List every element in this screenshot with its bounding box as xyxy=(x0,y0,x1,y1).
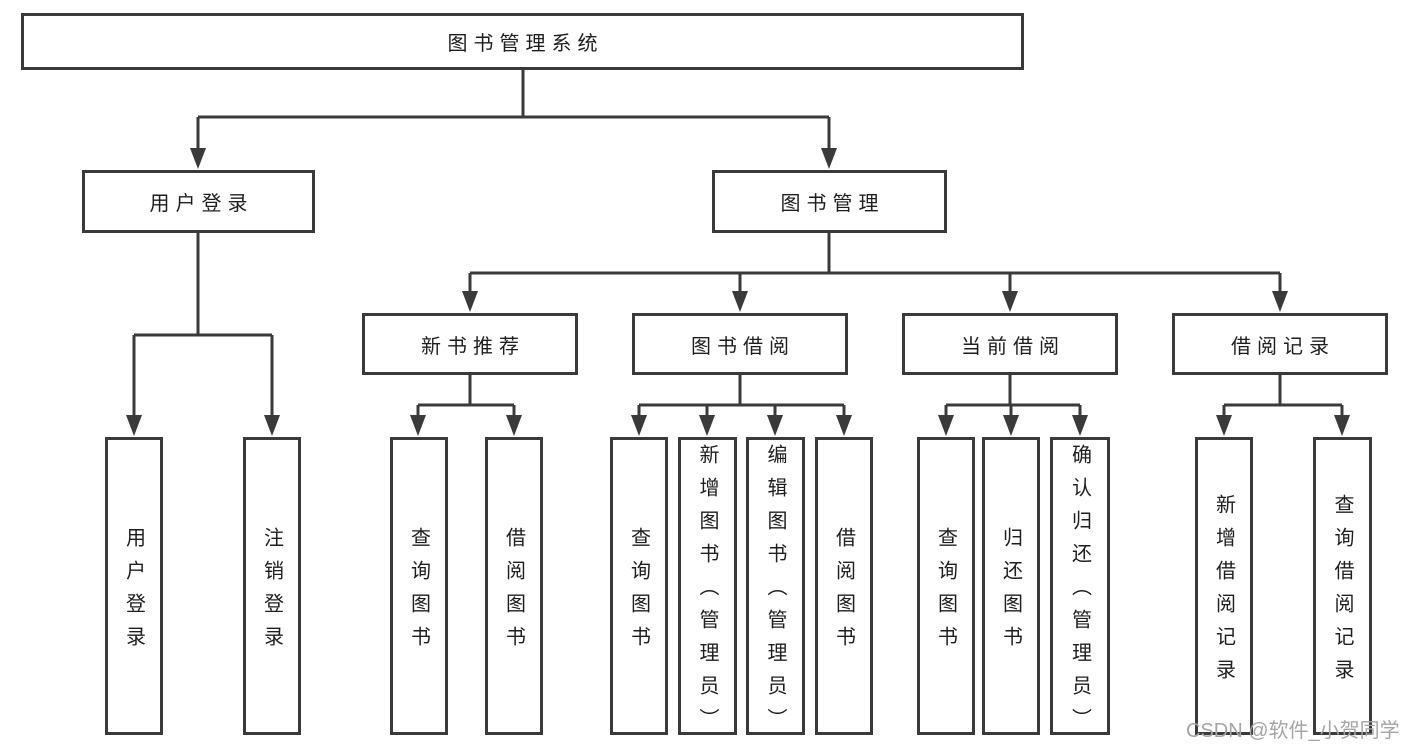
arrowhead xyxy=(821,148,837,169)
arrowhead xyxy=(506,415,522,436)
leaf-edit-books-admin: 编辑图书（管理员） xyxy=(746,437,805,741)
node-root-system: 图书管理系统 xyxy=(21,13,1024,70)
arrowhead xyxy=(836,415,852,436)
node-new-book-recommend: 新书推荐 xyxy=(362,313,578,375)
leaf-borrow-books-2: 借阅图书 xyxy=(815,437,873,735)
leaf-query-books-1: 查询图书 xyxy=(390,437,448,735)
node-label: 当前借阅 xyxy=(961,335,1065,358)
leaf-confirm-return-admin: 确认归还（管理员） xyxy=(1050,437,1110,741)
leaf-label: 新增借阅记录 xyxy=(1212,493,1235,692)
node-label: 新书推荐 xyxy=(421,335,525,358)
node-label: 图书借阅 xyxy=(691,335,795,358)
node-book-management: 图书管理 xyxy=(712,170,947,233)
node-label: 图书管理 xyxy=(780,193,885,215)
leaf-return-books: 归还图书 xyxy=(982,437,1040,735)
leaf-label: 借阅图书 xyxy=(502,526,525,659)
arrowhead xyxy=(410,415,426,436)
leaf-label: 编辑图书（管理员） xyxy=(764,444,786,741)
arrowhead xyxy=(1072,415,1088,436)
node-book-borrowing: 图书借阅 xyxy=(632,313,848,375)
csdn-watermark: CSDN @软件_小贺同学 xyxy=(1186,720,1400,742)
arrowhead xyxy=(462,291,478,312)
leaf-label: 注销登录 xyxy=(260,526,283,659)
arrowhead xyxy=(1272,291,1288,312)
leaf-add-books-admin: 新增图书（管理员） xyxy=(678,437,737,741)
arrowhead xyxy=(264,415,280,436)
node-label: 图书管理系统 xyxy=(447,33,604,55)
arrowhead xyxy=(1002,291,1018,312)
leaf-label: 查询图书 xyxy=(934,526,957,659)
arrowhead xyxy=(1003,415,1019,436)
leaf-label: 查询图书 xyxy=(407,526,430,659)
arrowhead xyxy=(190,148,206,169)
node-user-login: 用户登录 xyxy=(82,170,315,233)
arrowhead xyxy=(631,415,647,436)
leaf-borrow-books-1: 借阅图书 xyxy=(485,437,543,735)
leaf-query-books-3: 查询图书 xyxy=(917,437,975,735)
arrowhead xyxy=(938,415,954,436)
node-label: 用户登录 xyxy=(149,193,254,215)
leaf-label: 确认归还（管理员） xyxy=(1068,444,1091,741)
leaf-label: 归还图书 xyxy=(999,526,1022,659)
node-label: 借阅记录 xyxy=(1231,335,1335,358)
node-borrowing-records: 借阅记录 xyxy=(1172,313,1388,375)
leaf-label: 查询借阅记录 xyxy=(1331,493,1353,692)
arrowhead xyxy=(126,415,142,436)
leaf-label: 借阅图书 xyxy=(832,526,855,659)
leaf-add-borrow-record: 新增借阅记录 xyxy=(1195,437,1253,735)
arrowhead xyxy=(732,291,748,312)
leaf-user-login: 用户登录 xyxy=(105,437,163,735)
leaf-logout: 注销登录 xyxy=(243,437,301,735)
leaf-query-books-2: 查询图书 xyxy=(610,437,668,735)
arrowhead xyxy=(767,415,783,436)
leaf-label: 用户登录 xyxy=(122,526,145,659)
leaf-label: 新增图书（管理员） xyxy=(696,444,718,741)
leaf-query-borrow-record: 查询借阅记录 xyxy=(1313,437,1372,735)
arrowhead xyxy=(1334,415,1350,436)
arrowhead xyxy=(699,415,715,436)
node-current-borrowing: 当前借阅 xyxy=(902,313,1118,375)
arrowhead xyxy=(1216,415,1232,436)
leaf-label: 查询图书 xyxy=(627,526,650,659)
